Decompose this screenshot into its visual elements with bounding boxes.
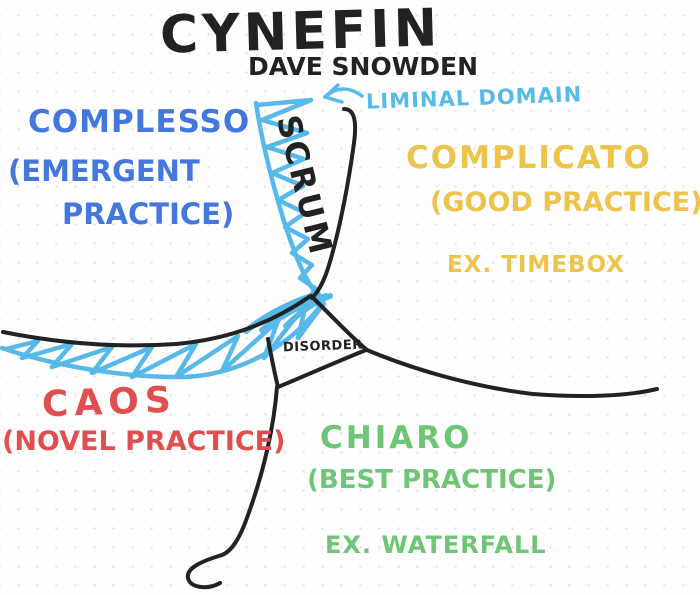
boundary-left (1, 295, 311, 348)
complicated-practice-label: (GOOD PRACTICE) (430, 187, 700, 218)
liminal-arrow-icon (323, 83, 364, 104)
clear-domain-name: CHIARO (320, 420, 473, 456)
clear-example-label: EX. WATERFALL (325, 531, 547, 559)
liminal-scribble-3 (283, 293, 333, 329)
boundary-right (309, 294, 659, 399)
chaotic-practice-label: (NOVEL PRACTICE) (2, 426, 286, 457)
chaotic-domain-name: CAOS (41, 379, 178, 426)
complicated-domain-name: COMPLICATO (406, 140, 652, 176)
author-label: DAVE SNOWDEN (248, 52, 479, 81)
clear-practice-label: (BEST PRACTICE) (307, 465, 557, 495)
boundary-bottom (185, 385, 279, 590)
complex-domain-name: COMPLESSO (28, 104, 251, 140)
disorder-domain-name: DISORDER (282, 337, 363, 356)
boundary-top (310, 107, 358, 300)
complicated-example-label: EX. TIMEBOX (447, 252, 626, 278)
complex-practice-line2: PRACTICE) (62, 197, 235, 231)
disorder-pocket-left-edge (266, 337, 280, 389)
liminal-band-top-zigzag (254, 97, 326, 310)
complex-practice-line1: (EMERGENT (8, 154, 200, 188)
disorder-pocket-bottom-edge (276, 348, 368, 389)
